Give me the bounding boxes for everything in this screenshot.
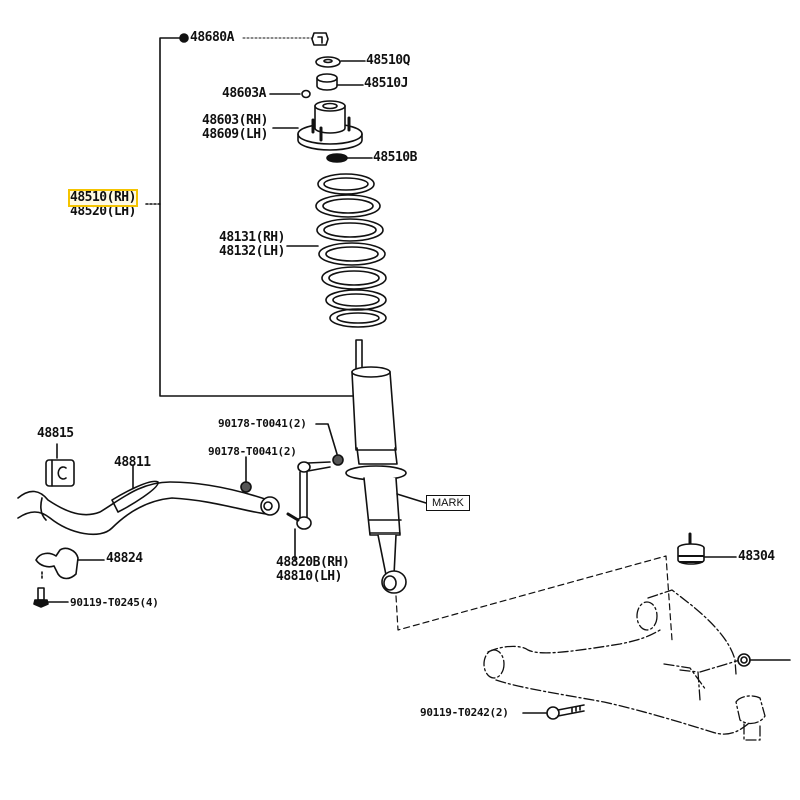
suspension-arm	[483, 589, 766, 741]
label-48603A[interactable]: 48603A	[222, 86, 266, 101]
stabilizer-link-48820B	[286, 461, 331, 561]
label-48824[interactable]: 48824	[106, 551, 143, 566]
label-48811[interactable]: 48811	[114, 455, 151, 470]
dashed-connection-line	[395, 555, 673, 641]
label-48603-rh: 48603(RH)	[202, 113, 268, 128]
label-48820B-rh: 48820B(RH)	[276, 555, 350, 570]
label-48131-rh: 48131(RH)	[219, 230, 285, 245]
label-48815[interactable]: 48815	[37, 426, 74, 441]
coil-spring-48131	[286, 173, 387, 328]
nut-90178-a	[332, 454, 344, 466]
label-48510-48520[interactable]: 48510(RH) 48520(LH)	[68, 189, 138, 219]
label-48609-lh: 48609(LH)	[202, 127, 268, 142]
label-90119-T0245[interactable]: 90119-T0245(4)	[70, 596, 159, 609]
label-48510B[interactable]: 48510B	[373, 150, 417, 165]
label-48820B-48810[interactable]: 48820B(RH) 48810(LH)	[276, 555, 350, 584]
label-90119-T0242[interactable]: 90119-T0242(2)	[420, 706, 509, 719]
48680A-bullet	[179, 33, 189, 43]
label-48304[interactable]: 48304	[738, 549, 775, 564]
label-48510Q[interactable]: 48510Q	[366, 53, 410, 68]
insulator-48510B	[326, 153, 373, 163]
washer-48510Q	[315, 56, 366, 68]
label-48603-48609[interactable]: 48603(RH) 48609(LH)	[202, 114, 268, 142]
label-48510-rh-highlighted: 48510(RH)	[68, 189, 138, 207]
nut-48680A	[311, 32, 329, 46]
label-48132-lh: 48132(LH)	[219, 244, 285, 259]
nut-48603A	[269, 89, 311, 99]
shock-absorber	[345, 339, 427, 594]
upper-mount-48603	[272, 100, 363, 151]
bolt-90119-T0242	[522, 704, 585, 720]
label-90178-T0041-a[interactable]: 90178-T0041(2)	[218, 417, 307, 430]
mark-box: MARK	[426, 495, 470, 511]
bushing-48815	[45, 443, 75, 487]
bracket-48824	[35, 547, 105, 581]
nut-arm	[737, 653, 791, 667]
bolt-90119-T0245	[33, 587, 69, 608]
label-48810-lh: 48810(LH)	[276, 569, 342, 584]
nut-90178-b	[240, 481, 252, 493]
label-90178-T0041-b[interactable]: 90178-T0041(2)	[208, 445, 297, 458]
stabilizer-bar-48811	[17, 464, 280, 536]
label-48510J[interactable]: 48510J	[364, 76, 408, 91]
bump-stopper-48304	[677, 532, 737, 565]
assembly-bracket-line	[159, 37, 356, 397]
label-48131-48132[interactable]: 48131(RH) 48132(LH)	[219, 231, 285, 259]
label-48680A[interactable]: 48680A	[190, 30, 234, 45]
bushing-48510J	[316, 73, 364, 91]
label-48520-lh: 48520(LH)	[70, 204, 136, 219]
